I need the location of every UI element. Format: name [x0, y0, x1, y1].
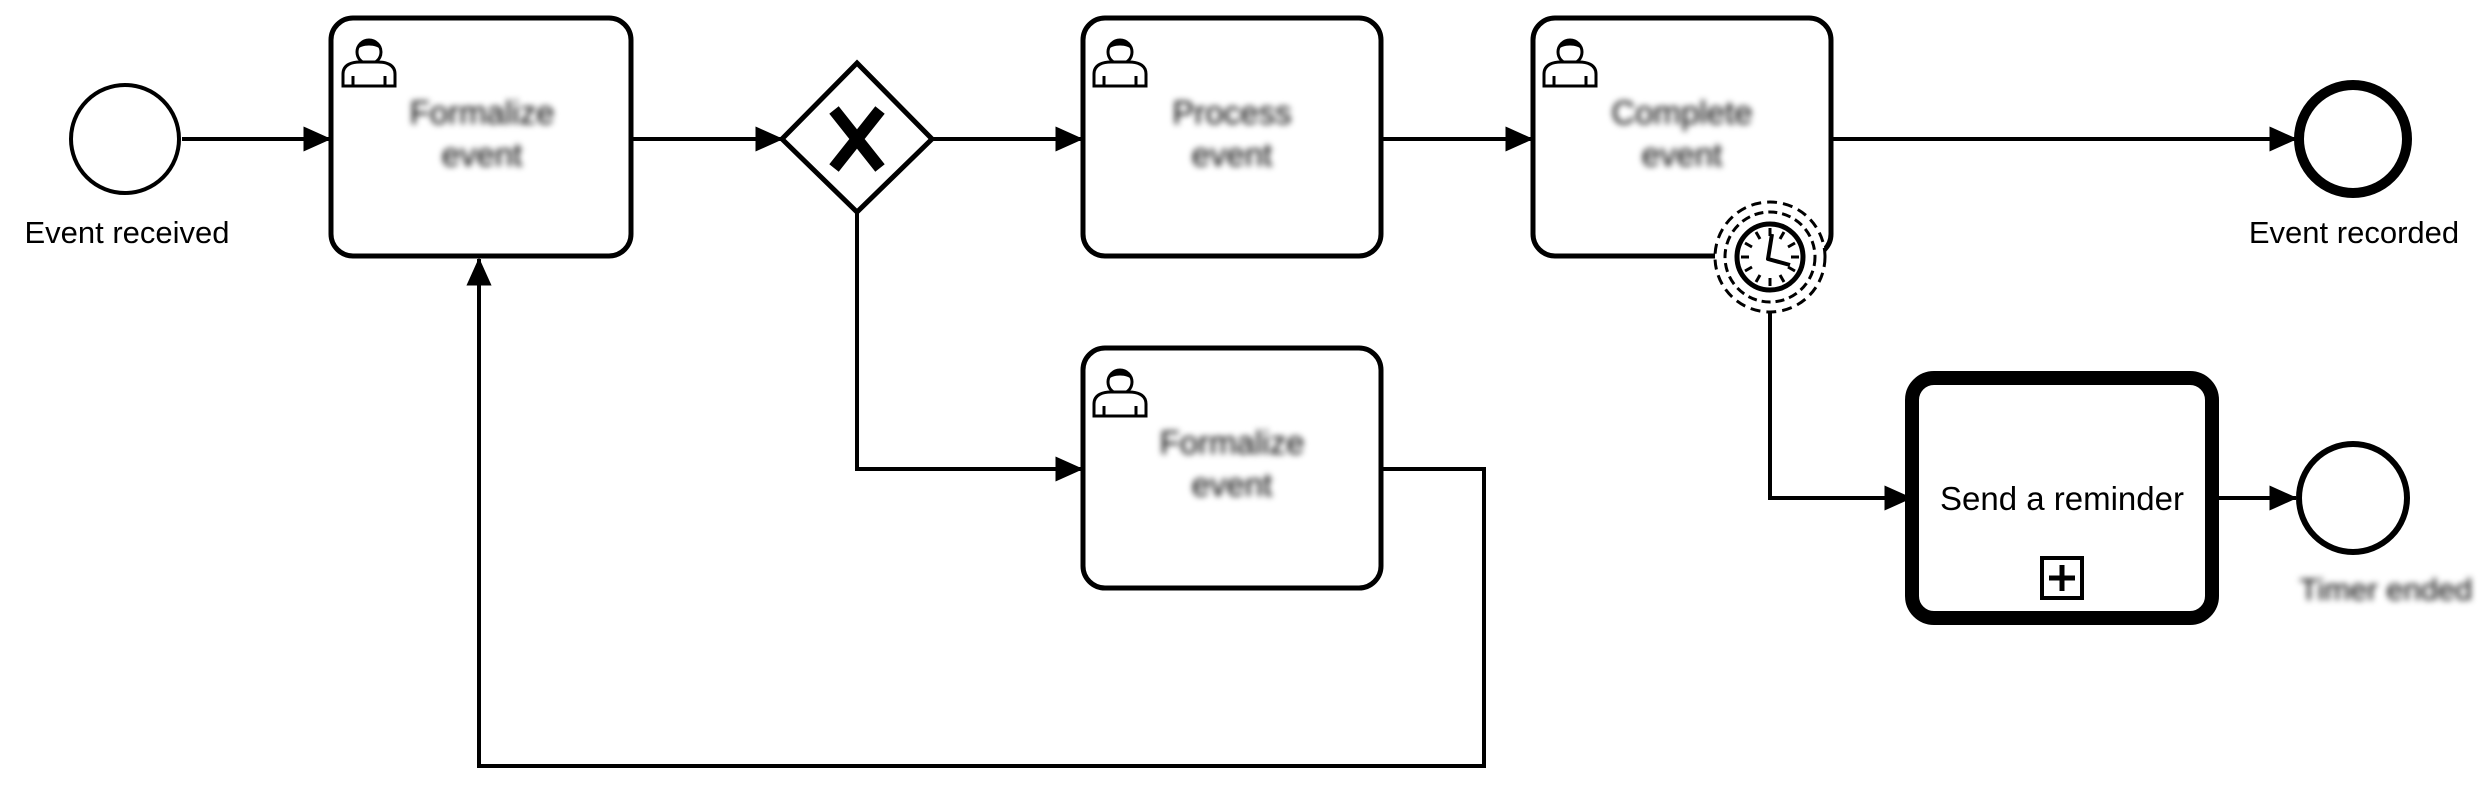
task-2-label: Process event — [1172, 94, 1291, 173]
user-task-4[interactable]: Formalize event — [1080, 345, 1384, 591]
flow-task4-loop-to-task1[interactable] — [466, 257, 1486, 768]
sequence-flows — [182, 126, 2298, 768]
end-event-reminder[interactable]: Timer ended — [2296, 441, 2473, 607]
exclusive-gateway[interactable] — [778, 59, 936, 216]
start-event[interactable]: Event received — [24, 83, 230, 250]
task-3-label: Complete event — [1611, 94, 1752, 173]
svg-text:event: event — [1192, 466, 1273, 503]
flow-timer-to-reminder[interactable] — [1768, 310, 1913, 511]
timer-boundary-event[interactable] — [1713, 200, 1827, 314]
svg-text:event: event — [1642, 136, 1723, 173]
end-event-reminder-label: Timer ended — [2300, 572, 2473, 607]
flow-gateway-to-task4[interactable] — [855, 212, 1084, 482]
svg-text:Formalize: Formalize — [1160, 424, 1305, 461]
subprocess-label: Send a reminder — [1940, 480, 2184, 517]
task-1-label: Formalize event — [410, 94, 555, 173]
end-event-recorded[interactable]: Event recorded — [2249, 80, 2459, 250]
clock-icon — [1734, 221, 1806, 293]
subprocess-send-reminder[interactable]: Send a reminder — [1905, 371, 2219, 625]
user-task-2[interactable]: Process event — [1080, 15, 1384, 259]
end-event-recorded-label: Event recorded — [2249, 215, 2459, 250]
task-4-label: Formalize event — [1160, 424, 1305, 503]
expand-plus-icon[interactable] — [2040, 556, 2084, 600]
svg-text:Formalize: Formalize — [410, 94, 555, 131]
svg-text:Complete: Complete — [1611, 94, 1752, 131]
svg-text:Process: Process — [1172, 94, 1291, 131]
user-task-3[interactable]: Complete event — [1530, 15, 1834, 259]
svg-text:event: event — [442, 136, 523, 173]
start-event-label: Event received — [24, 215, 229, 250]
svg-text:event: event — [1192, 136, 1273, 173]
gateway-x-icon — [829, 106, 885, 172]
user-task-1[interactable]: Formalize event — [328, 15, 634, 259]
